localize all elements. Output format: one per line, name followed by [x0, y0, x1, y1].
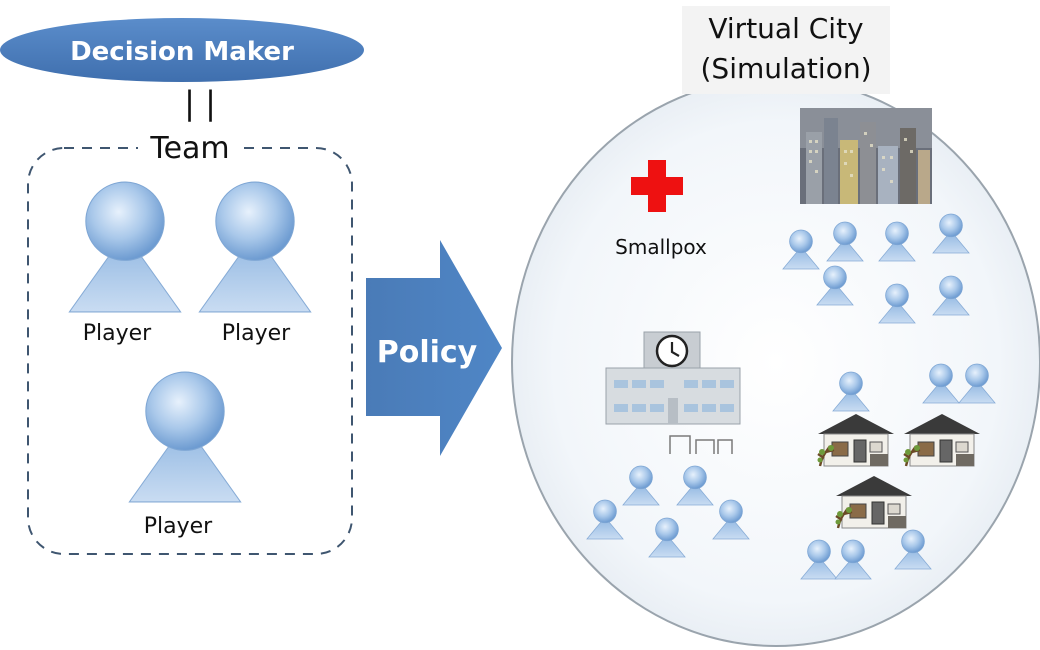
policy-arrow: Policy — [366, 240, 502, 456]
player-label: Player — [144, 514, 213, 539]
equals-sign: | | — [184, 84, 216, 122]
clock-icon — [655, 334, 689, 368]
team-label: Team — [149, 131, 229, 166]
virtual-city-oval — [511, 77, 1040, 647]
decision-maker-ellipse: Decision Maker — [0, 18, 364, 82]
player-label: Player — [222, 321, 291, 346]
team-box: Team — [27, 130, 353, 555]
city-skyline-icon — [800, 108, 932, 204]
policy-label: Policy — [377, 335, 478, 370]
virtual-city-title-bg — [682, 6, 890, 94]
red-cross-icon — [631, 160, 683, 212]
player-icon — [68, 181, 182, 313]
player-icon — [128, 371, 242, 503]
player-label: Player — [83, 321, 152, 346]
decision-maker-label: Decision Maker — [70, 37, 294, 67]
virtual-city-title-line1: Virtual City — [708, 12, 863, 45]
player-icon — [198, 181, 312, 313]
playground-bars — [669, 435, 733, 454]
virtual-city-title-line2: (Simulation) — [701, 52, 872, 85]
smallpox-label: Smallpox — [615, 235, 707, 259]
